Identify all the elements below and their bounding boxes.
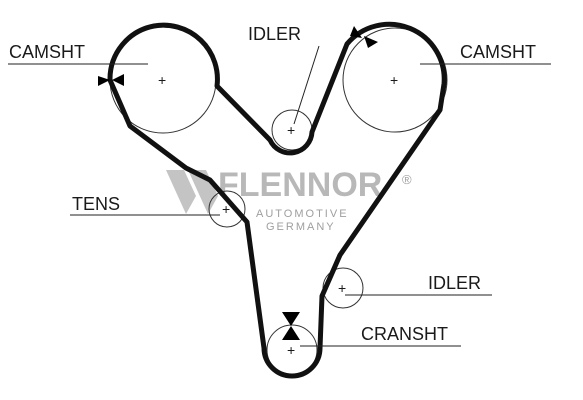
crankshaft-timing-mark-icon	[282, 312, 300, 326]
idler-top-leader	[293, 45, 320, 125]
watermark-line1: AUTOMOTIVE	[256, 208, 349, 220]
tensioner-pulley	[208, 190, 246, 228]
camshaft-left-label: CAMSHT	[9, 42, 85, 62]
camshaft-right-timing-mark-icon-2	[364, 36, 378, 48]
tensioner-label: TENS	[72, 194, 120, 214]
camshaft-left-timing-mark-icon-2	[112, 74, 124, 86]
camshaft-right-label: CAMSHT	[460, 42, 536, 62]
camshaft-right-pulley	[342, 27, 448, 133]
camshaft-right-center: +	[390, 72, 398, 88]
flennor-logo-mark	[166, 170, 196, 214]
crankshaft-center: +	[287, 342, 295, 358]
leader-lines	[8, 45, 551, 347]
idler-right-center: +	[338, 280, 346, 296]
watermark-brand: FLENNOR	[218, 166, 382, 204]
timing-marks	[98, 26, 378, 340]
idler-top-label: IDLER	[248, 24, 301, 44]
labels: CAMSHT CAMSHT IDLER TENS IDLER CRANSHT	[9, 24, 536, 344]
watermark-registered: ®	[402, 172, 412, 187]
idler-top-center: +	[287, 122, 295, 138]
watermark-line2: GERMANY	[266, 221, 336, 233]
timing-belt	[107, 21, 447, 379]
tensioner-center: +	[222, 201, 230, 217]
crankshaft-label: CRANSHT	[361, 324, 448, 344]
crankshaft-timing-mark-icon-2	[282, 326, 300, 340]
idler-right-label: IDLER	[428, 273, 481, 293]
camshaft-right-timing-mark-icon	[350, 26, 362, 38]
camshaft-left-center: +	[158, 72, 166, 88]
center-marks: + + + + + +	[158, 72, 398, 358]
camshaft-left-timing-mark-icon	[98, 76, 110, 86]
